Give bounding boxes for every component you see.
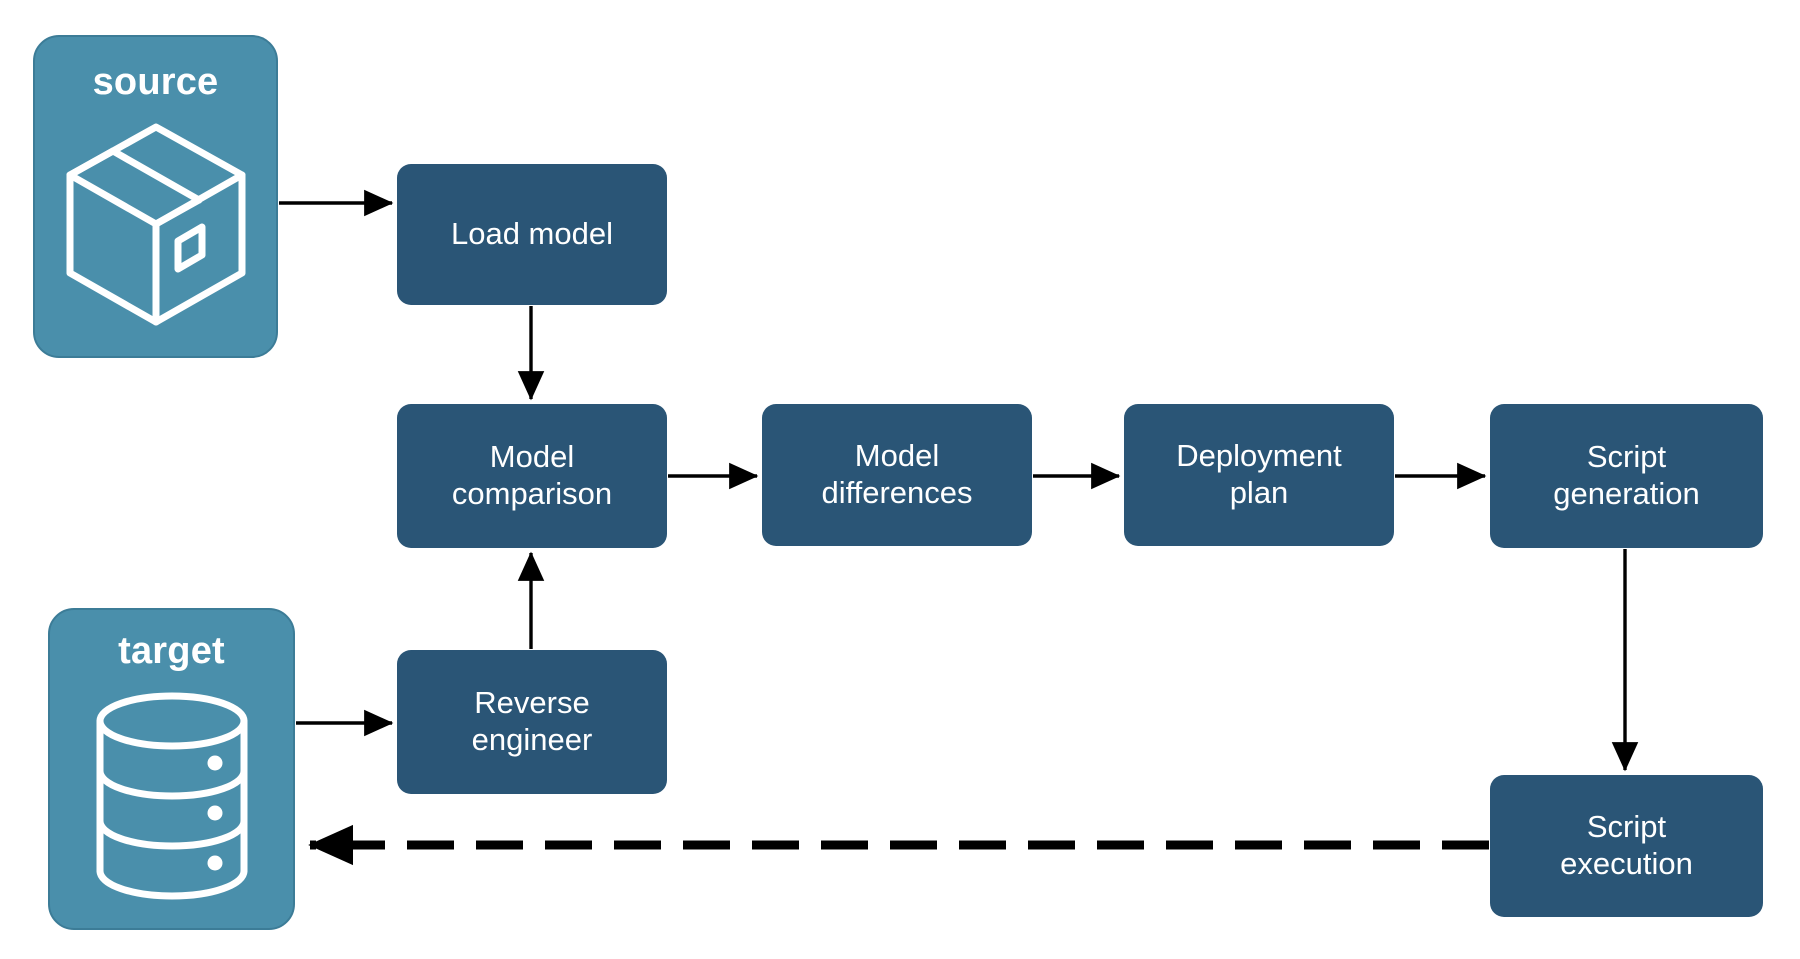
node-model-differences[interactable]: Model differences bbox=[762, 404, 1032, 546]
node-reverse-engineer[interactable]: Reverse engineer bbox=[397, 650, 667, 794]
node-deployment-plan[interactable]: Deployment plan bbox=[1124, 404, 1394, 546]
node-reverse-engineer-label: Reverse engineer bbox=[471, 685, 593, 757]
package-box-icon bbox=[56, 101, 256, 332]
node-deployment-plan-label: Deployment plan bbox=[1176, 438, 1342, 510]
endpoint-target[interactable]: target bbox=[48, 608, 295, 930]
node-load-model[interactable]: Load model bbox=[397, 164, 667, 305]
node-script-generation[interactable]: Script generation bbox=[1490, 404, 1763, 548]
node-load-model-label: Load model bbox=[450, 216, 613, 252]
database-cylinder-icon bbox=[82, 670, 262, 904]
node-model-comparison[interactable]: Model comparison bbox=[397, 404, 667, 548]
node-script-execution[interactable]: Script execution bbox=[1490, 775, 1763, 917]
endpoint-source[interactable]: source bbox=[33, 35, 278, 358]
node-script-execution-label: Script execution bbox=[1560, 809, 1693, 881]
endpoint-source-label: source bbox=[92, 61, 219, 103]
endpoint-target-label: target bbox=[118, 630, 225, 672]
node-script-generation-label: Script generation bbox=[1553, 439, 1700, 511]
node-model-differences-label: Model differences bbox=[821, 438, 973, 510]
node-model-comparison-label: Model comparison bbox=[451, 439, 613, 511]
